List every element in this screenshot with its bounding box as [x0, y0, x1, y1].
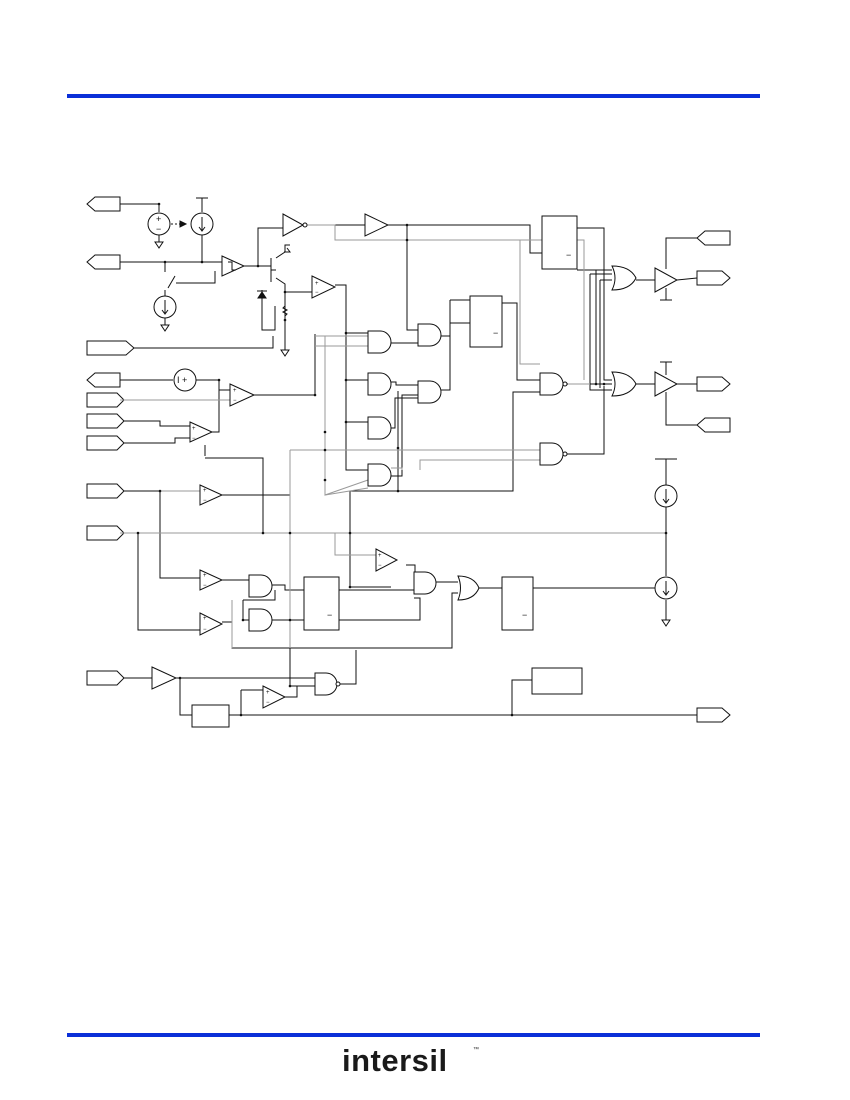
- and-gate-3: [367, 372, 392, 396]
- svg-text:+: +: [192, 426, 196, 432]
- svg-text:−: −: [203, 583, 207, 589]
- comparator-5: [375, 548, 399, 572]
- pin-right-3: [696, 376, 731, 392]
- current-source-label: I +: [177, 375, 187, 385]
- comparator-8: [262, 685, 287, 709]
- and-gate-6: [367, 463, 392, 487]
- block-bottom-left: [191, 704, 230, 728]
- or-gate-1: [611, 265, 637, 291]
- svg-text:−: −: [203, 627, 207, 633]
- and-gate-10: [248, 608, 273, 632]
- output-buffer-2: [654, 371, 679, 397]
- comparator-4: [199, 484, 224, 506]
- and-gate-1: [367, 330, 392, 354]
- intersil-logo: intersil ™: [342, 1043, 482, 1083]
- svg-text:+: +: [203, 616, 207, 622]
- junction-dots: [136, 202, 668, 717]
- latch-bottom-2: [501, 576, 534, 631]
- signal-lines: [120, 224, 665, 648]
- input-marks: + − + − + − + − + − + − + − + −: [192, 281, 382, 706]
- buffer-top-1: [282, 213, 305, 237]
- svg-text:+: +: [315, 281, 319, 287]
- latch-bottom-1-bar: −: [327, 610, 332, 620]
- pin-left-8: [86, 483, 125, 499]
- pin-right-4: [696, 417, 731, 433]
- comparator-6: [199, 569, 224, 591]
- and-gate-11: [413, 571, 437, 595]
- or-gate-2: [611, 371, 637, 397]
- svg-text:−: −: [203, 498, 207, 504]
- svg-text:+: +: [203, 573, 207, 579]
- header-rule: [67, 94, 760, 98]
- latch-middle: [469, 295, 503, 348]
- latch-middle-bar: −: [493, 328, 498, 338]
- pin-left-6: [86, 413, 125, 429]
- comparator-3: [189, 421, 214, 443]
- voltage-source: [147, 212, 171, 236]
- and-gate-9: [248, 574, 273, 598]
- pin-connectors: [86, 196, 731, 723]
- ground-symbols: [154, 197, 671, 627]
- and-gate-4: [417, 380, 442, 404]
- svg-text:+: +: [203, 488, 207, 494]
- pin-left-7: [86, 435, 125, 451]
- pin-left-5: [86, 392, 125, 408]
- output-buffer-1: [654, 267, 679, 293]
- pin-right-5: [696, 707, 731, 723]
- pin-right-1: [696, 230, 731, 246]
- flip-flops: − − − −: [191, 215, 583, 728]
- and-gate-8: [539, 442, 564, 466]
- diode-resistor: [257, 266, 289, 317]
- pin-right-2: [696, 270, 731, 286]
- sources: + − I +: [147, 212, 678, 600]
- or-gate-3: [457, 575, 480, 601]
- latch-bottom-1: [303, 576, 340, 631]
- svg-text:−: −: [233, 398, 237, 404]
- amplifiers: [151, 213, 679, 709]
- svg-text:+: +: [233, 388, 237, 394]
- logic-gates: [248, 265, 637, 696]
- comparator-1: [311, 275, 337, 299]
- pin-left-2: [86, 254, 121, 270]
- latch-bottom-2-bar: −: [522, 610, 527, 620]
- pin-left-3: [86, 340, 135, 356]
- flip-flop-top: [541, 215, 578, 270]
- pin-left-10: [86, 670, 125, 686]
- pin-left-1: [86, 196, 121, 212]
- svg-text:−: −: [378, 563, 382, 569]
- current-source-3: [173, 368, 197, 392]
- buffer-bottom: [151, 666, 178, 690]
- wires: [120, 198, 698, 716]
- footer-rule: [67, 1033, 760, 1037]
- block-bottom-right: [531, 667, 583, 695]
- pin-left-9: [86, 525, 125, 541]
- flip-flop-top-bar: −: [566, 250, 571, 260]
- logo-text: intersil: [342, 1043, 448, 1078]
- source-minus: −: [156, 224, 161, 234]
- svg-text:−: −: [266, 700, 270, 706]
- buffer-top-2: [364, 213, 390, 237]
- and-gate-12: [314, 672, 338, 696]
- logo-trademark: ™: [473, 1047, 479, 1053]
- svg-text:−: −: [315, 290, 319, 296]
- source-plus: +: [156, 214, 161, 224]
- comparator-2: [229, 383, 256, 407]
- comparator-7: [199, 612, 224, 636]
- pin-left-4: [86, 372, 121, 388]
- and-gate-7: [539, 372, 564, 396]
- schmitt-comparator: [221, 255, 246, 277]
- svg-text:−: −: [192, 436, 196, 442]
- svg-text:+: +: [378, 553, 382, 559]
- and-gate-2: [417, 323, 442, 347]
- svg-text:+: +: [266, 690, 270, 696]
- and-gate-5: [367, 416, 392, 440]
